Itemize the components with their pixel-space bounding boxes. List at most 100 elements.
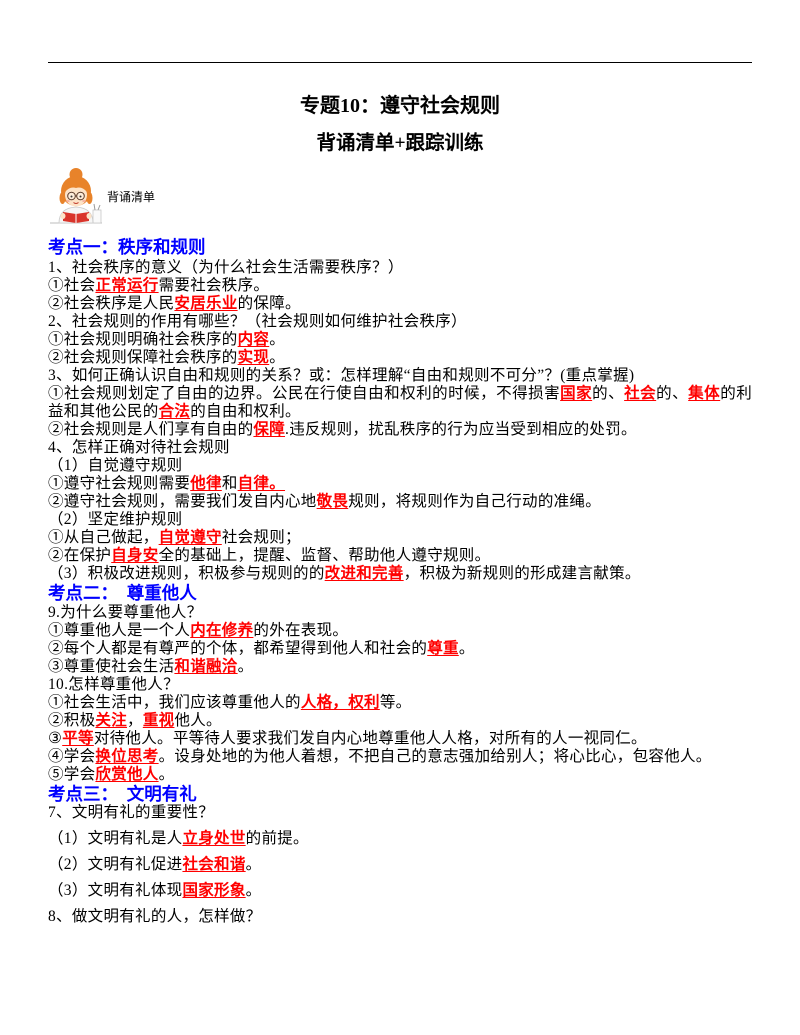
text-segment: ，积极为新规则的形成建言献策。: [403, 565, 641, 582]
key-term: 社会: [624, 385, 657, 402]
key-term: 内在修养: [190, 622, 254, 639]
page-content: 专题10：遵守社会规则 背诵清单+跟踪训练: [48, 0, 752, 926]
text-segment: 和: [221, 475, 238, 492]
text-segment: 的前提。: [245, 830, 309, 847]
key-term: 他律: [190, 475, 222, 492]
text-line: （1）文明有礼是人立身处世的前提。: [48, 830, 752, 848]
text-segment: （1）文明有礼是人: [48, 830, 183, 847]
key-term: 合法: [158, 403, 191, 420]
text-line: ②遵守社会规则，需要我们发自内心地敬畏规则，将规则作为自己行动的准绳。: [48, 493, 752, 511]
text-line: ③平等对待他人。平等待人要求我们发自内心地尊重他人人格，对所有的人一视同仁。: [48, 730, 752, 748]
page-title: 专题10：遵守社会规则: [300, 95, 500, 117]
key-term: 安居乐业: [174, 295, 238, 312]
text-segment: 1、社会秩序的意义（为什么社会生活需要秩序？）: [48, 259, 404, 276]
text-line: ②每个人都是有尊严的个体，都希望得到他人和社会的尊重。: [48, 640, 752, 658]
text-line: ①社会正常运行需要社会秩序。: [48, 277, 752, 295]
key-term: 尊重: [427, 640, 459, 657]
text-line: （3）文明有礼体现国家形象。: [48, 882, 752, 900]
text-segment: 。: [237, 658, 254, 675]
text-segment: （2）文明有礼促进: [48, 856, 183, 873]
key-term: 立身处世: [182, 830, 246, 847]
text-line: ④学会换位思考。设身处地的为他人着想，不把自己的意志强加给别人；将心比心，包容他…: [48, 748, 752, 766]
key-term: 自律。: [237, 475, 286, 492]
text-line: （2）坚定维护规则: [48, 511, 752, 529]
text-line: ②社会规则保障社会秩序的实现。: [48, 349, 752, 367]
text-segment: ④学会: [48, 748, 96, 765]
text-segment: 3、如何正确认识自由和规则的关系？或：怎样理解“自由和规则不可分”？(重点掌握): [48, 367, 635, 384]
text-segment: 全的基础上，提醒、监督、帮助他人遵守规则。: [158, 547, 491, 564]
text-line: 9.为什么要尊重他人？: [48, 604, 752, 622]
key-term: 重视: [142, 712, 175, 729]
text-line: ②在保护自身安全的基础上，提醒、监督、帮助他人遵守规则。: [48, 547, 752, 565]
key-term: 自觉遵守: [158, 529, 222, 546]
text-segment: 的自由和权利。: [190, 403, 301, 420]
text-segment: 的、: [656, 385, 689, 402]
text-line: ②积极关注，重视他人。: [48, 712, 752, 730]
text-segment: ②积极: [48, 712, 96, 729]
text-segment: ①社会规则明确社会秩序的: [48, 331, 238, 348]
text-segment: ②遵守社会规则，需要我们发自内心地: [48, 493, 317, 510]
text-segment: （3）积极改进规则，积极参与规则的的: [48, 565, 325, 582]
text-segment: ②每个人都是有尊严的个体，都希望得到他人和社会的: [48, 640, 428, 657]
text-segment: ①社会规则划定了自由的边界。公民在行使自由和权利的时候，不得损害: [48, 385, 561, 402]
text-segment: 10.怎样尊重他人？: [48, 676, 179, 693]
recitation-badge: 背诵清单: [48, 167, 752, 225]
key-term: 实现: [237, 349, 270, 366]
text-line: ⑤学会欣赏他人。: [48, 766, 752, 784]
text-line: ③尊重使社会生活和谐融洽。: [48, 658, 752, 676]
text-segment: 。: [458, 640, 475, 657]
text-segment: 4、怎样正确对待社会规则: [48, 439, 230, 456]
text-line: （2）文明有礼促进社会和谐。: [48, 856, 752, 874]
text-line: ①尊重他人是一个人内在修养的外在表现。: [48, 622, 752, 640]
text-line: ①遵守社会规则需要他律和自律。: [48, 475, 752, 493]
text-segment: （1）自觉遵守规则: [48, 457, 183, 474]
key-term: 国家形象: [182, 882, 246, 899]
text-line: ①社会规则明确社会秩序的内容。: [48, 331, 752, 349]
key-term: 改进和完善: [324, 565, 404, 582]
section-heading: 考点三： 文明有礼: [48, 784, 197, 804]
text-line: （3）积极改进规则，积极参与规则的的改进和完善，积极为新规则的形成建言献策。: [48, 565, 752, 583]
text-segment: ①社会: [48, 277, 96, 294]
key-term: 欣赏他人: [95, 766, 159, 783]
text-segment: （3）文明有礼体现: [48, 882, 183, 899]
text-segment: （2）坚定维护规则: [48, 511, 183, 528]
text-segment: 他人。: [174, 712, 222, 729]
section-1: 考点一：秩序和规则 1、社会秩序的意义（为什么社会生活需要秩序？）①社会正常运行…: [48, 237, 752, 583]
text-segment: 的、: [592, 385, 625, 402]
key-term: 人格，权利: [300, 694, 380, 711]
text-line: ②社会秩序是人民安居乐业的保障。: [48, 295, 752, 313]
key-term: 集体: [688, 385, 721, 402]
text-segment: 的保障。: [237, 295, 301, 312]
text-segment: 2、社会规则的作用有哪些？（社会规则如何维护社会秩序）: [48, 313, 467, 330]
text-line: 3、如何正确认识自由和规则的关系？或：怎样理解“自由和规则不可分”？(重点掌握): [48, 367, 752, 385]
text-line: ①从自己做起，自觉遵守社会规则；: [48, 529, 752, 547]
text-line: 2、社会规则的作用有哪些？（社会规则如何维护社会秩序）: [48, 313, 752, 331]
text-segment: 。: [245, 856, 262, 873]
text-line: （1）自觉遵守规则: [48, 457, 752, 475]
section-1-body: 1、社会秩序的意义（为什么社会生活需要秩序？）①社会正常运行需要社会秩序。②社会…: [48, 259, 752, 583]
top-rule: [48, 62, 752, 63]
key-term: 自身安: [111, 547, 159, 564]
key-term: 换位思考: [95, 748, 159, 765]
text-segment: ②社会规则是人们享有自由的: [48, 421, 254, 438]
text-segment: ①尊重他人是一个人: [48, 622, 191, 639]
text-line: 7、文明有礼的重要性？: [48, 804, 752, 822]
text-line: ①社会规则划定了自由的边界。公民在行使自由和权利的时候，不得损害国家的、社会的、…: [48, 385, 752, 421]
text-segment: 。设身处地的为他人着想，不把自己的意志强加给别人；将心比心，包容他人。: [158, 748, 712, 765]
girl-reading-icon: [48, 167, 104, 225]
text-segment: ③: [48, 730, 63, 747]
text-segment: 9.为什么要尊重他人？: [48, 604, 203, 621]
text-line: ①社会生活中，我们应该尊重他人的人格，权利等。: [48, 694, 752, 712]
section-heading: 考点一：秩序和规则: [48, 237, 206, 257]
text-segment: ⑤学会: [48, 766, 96, 783]
text-segment: 的外在表现。: [253, 622, 349, 639]
key-term: 关注: [95, 712, 128, 729]
text-segment: ①遵守社会规则需要: [48, 475, 191, 492]
text-segment: 。: [269, 349, 286, 366]
text-segment: 8、做文明有礼的人，怎样做？: [48, 908, 262, 925]
text-segment: ②社会秩序是人民: [48, 295, 175, 312]
key-term: 社会和谐: [182, 856, 246, 873]
text-segment: ③尊重使社会生活: [48, 658, 175, 675]
text-segment: 。: [269, 331, 286, 348]
